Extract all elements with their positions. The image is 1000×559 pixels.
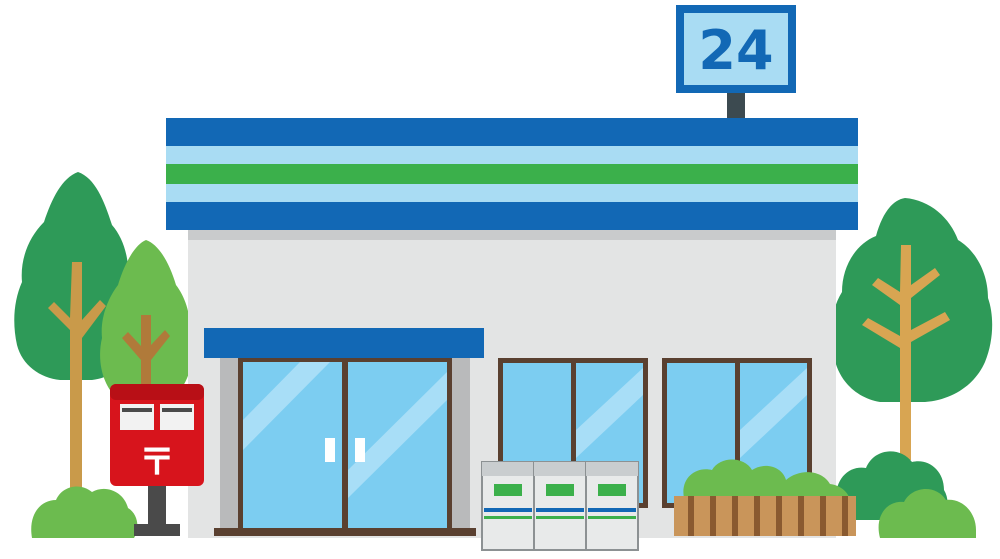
planter-plank: [732, 496, 738, 536]
glass-reflection: [348, 372, 447, 498]
red-post-box: 〒: [110, 384, 204, 536]
planter-plank: [688, 496, 694, 536]
bush-right-light: [878, 488, 976, 538]
stripe-blue-top: [166, 118, 858, 146]
right-tree: [831, 198, 993, 460]
planter-plank: [776, 496, 782, 536]
24-hour-sign-icon: 24: [698, 19, 773, 82]
mail-slot: [160, 404, 194, 430]
planter-plank: [820, 496, 826, 536]
store-building: [166, 118, 858, 538]
bin-slot: [598, 484, 626, 496]
stripe-green: [166, 164, 858, 184]
right-tree-trunk: [862, 245, 950, 460]
store-entrance: [204, 328, 484, 536]
planter-plank: [754, 496, 760, 536]
stripe-blue-bottom: [166, 202, 858, 230]
bush-left: [31, 486, 138, 538]
glass-reflection: [576, 368, 643, 458]
sign-pole: [727, 90, 745, 120]
wall-shadow: [188, 228, 836, 240]
planter-box: [674, 459, 856, 536]
entrance-awning: [204, 328, 484, 358]
entrance-frame-right: [452, 358, 470, 530]
trash-bin-1: [481, 461, 535, 551]
entrance-frame-left: [220, 358, 238, 530]
post-mark-icon: 〒: [139, 442, 175, 483]
planter-base: [674, 496, 856, 536]
post-box-base: [134, 524, 180, 536]
planter-bush: [683, 459, 850, 500]
left-small-tree: [100, 240, 192, 400]
right-tree-canopy: [831, 198, 993, 402]
entrance-step: [214, 528, 476, 536]
planter-plank: [798, 496, 804, 536]
glass-reflection: [243, 362, 330, 450]
bin-slot: [494, 484, 522, 496]
bin-slot: [546, 484, 574, 496]
store-signboard: [166, 118, 858, 230]
stripe-light-blue-bottom: [166, 184, 858, 202]
door-handle-icon[interactable]: [355, 438, 365, 462]
door-handle-icon[interactable]: [325, 438, 335, 462]
trash-bin-3: [585, 461, 639, 551]
small-tree-trunk: [122, 315, 170, 400]
post-box-top: [110, 384, 204, 400]
trash-bin-2: [533, 461, 587, 551]
stripe-light-blue-top: [166, 146, 858, 164]
planter-plank: [842, 496, 848, 536]
mail-slot: [120, 404, 154, 430]
sign-board-face: [684, 13, 788, 85]
24-hour-sign: 24: [676, 5, 796, 120]
glass-reflection: [740, 368, 807, 458]
planter-plank: [710, 496, 716, 536]
post-box-stand: [148, 482, 166, 528]
tall-tree-trunk: [48, 262, 106, 490]
